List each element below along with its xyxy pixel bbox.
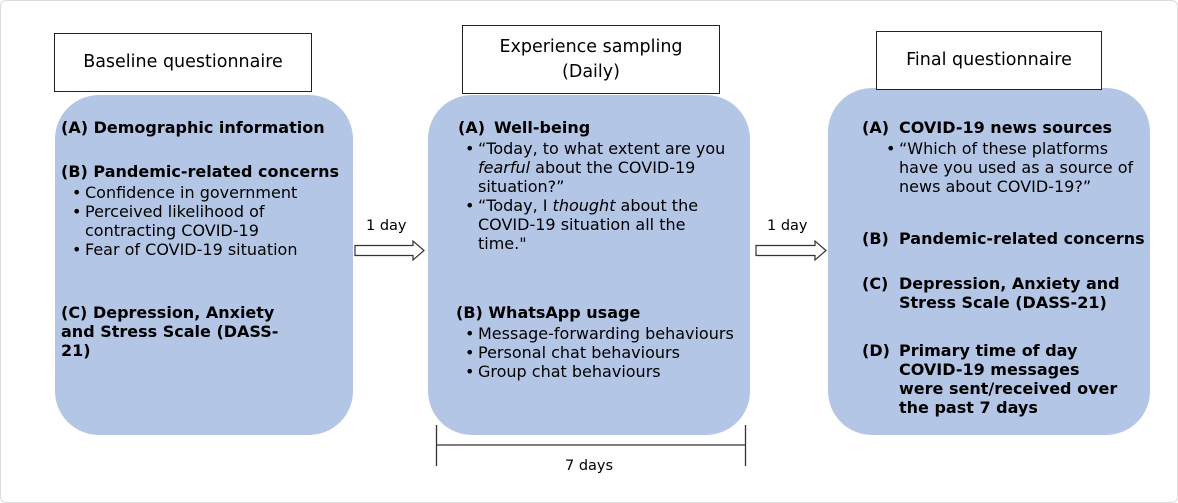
experience-section-a: (A) Well-being “Today, to what extent ar… [458, 118, 743, 253]
experience-title-box: Experience sampling (Daily) [462, 25, 720, 94]
bullet-item: Personal chat behaviours [454, 343, 746, 362]
section-letter: (B) [862, 229, 889, 248]
bullet-item: “Which of these platforms have you used … [875, 139, 1144, 196]
arrow-1 [354, 239, 425, 262]
bullet-list: Confidence in government Perceived likel… [61, 183, 346, 259]
section-heading: Depression, Anxiety and Stress Scale (DA… [61, 303, 279, 360]
section-letter: (C) [61, 303, 88, 322]
section-heading: Demographic information [93, 118, 325, 137]
final-section-c: (C) Depression, Anxiety and Stress Scale… [862, 274, 1147, 312]
bullet-item: Group chat behaviours [454, 362, 746, 381]
bullet-list: “Which of these platforms have you used … [875, 139, 1147, 196]
section-heading: COVID-19 news sources [899, 118, 1113, 137]
baseline-section-a: (A) Demographic information [61, 118, 346, 137]
final-title-box: Final questionnaire [876, 31, 1102, 90]
section-heading: Primary time of day COVID-19 messages we… [899, 341, 1118, 417]
baseline-section-c: (C) Depression, Anxiety and Stress Scale… [61, 303, 301, 360]
baseline-panel [55, 95, 353, 435]
bullet-item: Perceived likelihood of contracting COVI… [61, 202, 300, 240]
question-fearful: “Today, to what extent are you fearful a… [454, 139, 728, 196]
section-letter: (A) [458, 118, 486, 137]
section-letter: (D) [862, 341, 890, 360]
experience-section-b: (B) WhatsApp usage Message-forwarding be… [456, 303, 746, 381]
section-letter: (A) [61, 118, 89, 137]
bullet-list: “Today, to what extent are you fearful a… [454, 139, 743, 253]
bullet-item: Confidence in government [61, 183, 346, 202]
baseline-section-b: (B) Pandemic-related concerns Confidence… [61, 162, 346, 259]
arrow-2 [755, 239, 827, 262]
question-thought: “Today, I thought about the COVID-19 sit… [454, 196, 718, 253]
section-letter: (C) [862, 274, 889, 293]
final-section-a: (A) COVID-19 news sources “Which of thes… [862, 118, 1147, 196]
section-heading: Pandemic-related concerns [899, 229, 1145, 248]
final-section-d: (D) Primary time of day COVID-19 message… [862, 341, 1147, 417]
section-heading: Depression, Anxiety and Stress Scale (DA… [899, 274, 1120, 312]
section-heading: Well-being [494, 118, 591, 137]
arrow-2-label: 1 day [767, 218, 808, 234]
final-title: Final questionnaire [906, 50, 1072, 71]
baseline-title: Baseline questionnaire [83, 52, 283, 73]
experience-title-line2: (Daily) [562, 61, 620, 82]
final-section-b: (B) Pandemic-related concerns [862, 229, 1147, 248]
duration-bracket [435, 425, 747, 466]
experience-title-line1: Experience sampling [499, 37, 683, 58]
section-heading: Pandemic-related concerns [93, 162, 340, 181]
section-letter: (A) [862, 118, 890, 137]
arrow-1-label: 1 day [366, 218, 407, 234]
section-letter: (B) [456, 303, 483, 322]
duration-label: 7 days [565, 458, 614, 474]
baseline-title-box: Baseline questionnaire [54, 33, 312, 92]
bullet-item: Message-forwarding behaviours [454, 324, 746, 343]
section-heading: WhatsApp usage [488, 303, 641, 322]
section-letter: (B) [61, 162, 88, 181]
bullet-list: Message-forwarding behaviours Personal c… [454, 324, 746, 381]
bullet-item: Fear of COVID-19 situation [61, 240, 346, 259]
